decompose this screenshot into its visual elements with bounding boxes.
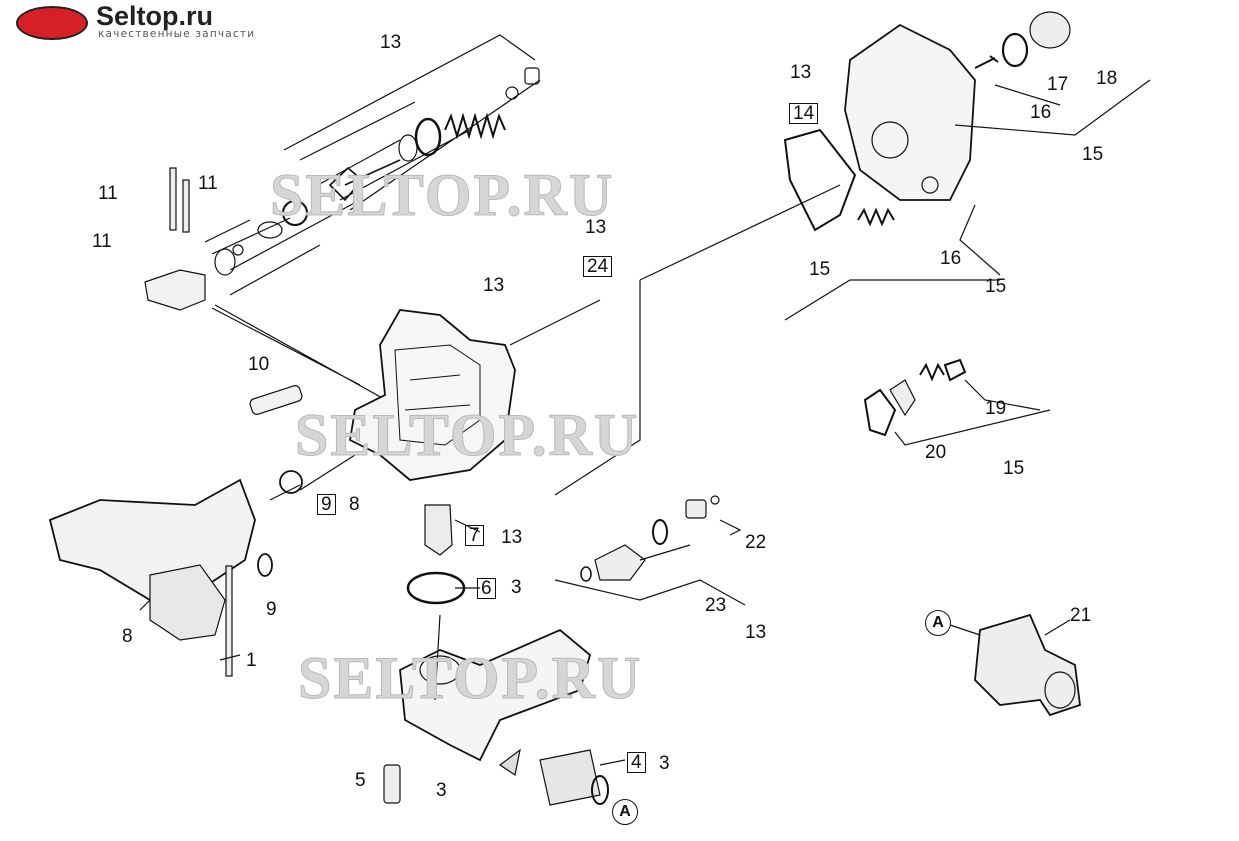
leader-lines-right: [509, 79, 1151, 496]
callout-9: 9: [266, 599, 277, 620]
valve-7: [424, 504, 453, 556]
callout-16-b: 16: [940, 248, 962, 269]
pin-part-a: [169, 167, 177, 231]
o-ring-small: [214, 248, 236, 276]
callout-9-boxed: 9: [317, 494, 336, 515]
pump-body-detail: [394, 344, 481, 446]
manifold-port: [419, 655, 461, 685]
leader-a-21: [949, 619, 1071, 636]
o-ring-9: [279, 470, 303, 494]
marker-a-coupling: A: [925, 610, 951, 636]
callout-18: 18: [1096, 68, 1118, 89]
logo-title: Seltop.ru: [96, 1, 214, 31]
callout-5: 5: [355, 770, 366, 791]
callout-3-b: 3: [436, 780, 447, 801]
valve-19: [919, 358, 967, 382]
callout-11-b: 11: [198, 173, 218, 194]
callout-11-c: 11: [92, 231, 112, 252]
bolt-part: [249, 385, 303, 415]
valve-23: [594, 544, 646, 581]
pin-1: [225, 565, 233, 677]
callout-15-b: 15: [985, 276, 1007, 297]
callout-6: 6: [477, 578, 496, 599]
plate-20: [889, 379, 916, 417]
spring-16b: [857, 207, 895, 227]
manifold: [399, 628, 592, 762]
logo: Seltop.ru качественные запчасти: [16, 1, 316, 40]
filter-4: [539, 749, 601, 806]
washer-22: [710, 495, 720, 505]
washer-part: [505, 86, 519, 100]
leader-lines: [204, 34, 541, 406]
callout-10: 10: [248, 354, 270, 375]
callout-24: 24: [583, 256, 613, 277]
callout-11-a: 11: [98, 183, 118, 204]
cylinder-head: [844, 23, 976, 201]
callout-8-inline: 8: [349, 494, 360, 515]
bolt-5: [383, 764, 401, 804]
watermark-3: SELTOP.RU: [297, 645, 643, 711]
callout-22: 22: [745, 532, 767, 553]
callout-13-top: 13: [380, 32, 402, 53]
o-ring-23b: [580, 566, 592, 582]
callout-21: 21: [1070, 605, 1092, 626]
coupling-end: [1044, 671, 1076, 709]
cap-part: [144, 269, 206, 311]
callout-19: 19: [985, 398, 1007, 419]
callout-20: 20: [925, 442, 947, 463]
callout-4: 4: [627, 752, 646, 773]
gasket-14: [783, 128, 857, 232]
spring-small: [257, 221, 283, 239]
callout-1: 1: [246, 650, 257, 671]
callout-3-a: 3: [511, 577, 522, 598]
screw-16: [974, 55, 999, 69]
callout-15-c: 15: [1003, 458, 1025, 479]
callout-23: 23: [705, 595, 727, 616]
callout-8: 8: [122, 626, 133, 647]
gasket-20: [863, 388, 897, 437]
part-22: [685, 499, 707, 519]
callout-13-b: 13: [501, 527, 523, 548]
callout-7: 7: [465, 525, 484, 546]
clip-3: [498, 748, 521, 776]
o-ring-23: [652, 519, 668, 545]
pin-part-b: [182, 179, 190, 233]
ring-17: [1001, 32, 1029, 68]
washer-small: [232, 244, 244, 256]
callout-17: 17: [1047, 74, 1069, 95]
callout-3-c: 3: [659, 753, 670, 774]
leader-lines-lower: [139, 454, 746, 766]
seal-small: [282, 200, 308, 226]
housing-hole-a: [871, 121, 909, 159]
seal-ring-part: [414, 117, 442, 157]
callout-13-mid: 13: [585, 217, 607, 238]
callout-15-a: 15: [1082, 144, 1104, 165]
housing-hole-b: [921, 176, 939, 194]
callout-14: 14: [789, 103, 819, 124]
o-ring-part: [398, 134, 418, 162]
valve-stem-part: [328, 159, 401, 202]
logo-subtitle: качественные запчасти: [98, 28, 256, 40]
o-ring-9b: [257, 553, 273, 577]
screw-part: [524, 67, 540, 85]
watermark-1: SELTOP.RU: [269, 162, 615, 228]
callout-13-c: 13: [745, 622, 767, 643]
callout-16-a: 16: [1030, 102, 1052, 123]
callout-13-body: 13: [483, 275, 505, 296]
pump-body: [349, 309, 516, 481]
coupling-21: [974, 613, 1081, 717]
callout-13-right: 13: [790, 62, 812, 83]
wrench-logo-icon: [16, 6, 88, 40]
spring-part: [444, 112, 506, 140]
holder-8-detail: [149, 564, 226, 641]
callout-15-gasket: 15: [809, 259, 831, 280]
marker-a-filter: A: [612, 799, 638, 825]
cap-18: [1029, 11, 1071, 49]
watermark-2: SELTOP.RU: [294, 402, 640, 468]
seal-4: [591, 775, 609, 805]
